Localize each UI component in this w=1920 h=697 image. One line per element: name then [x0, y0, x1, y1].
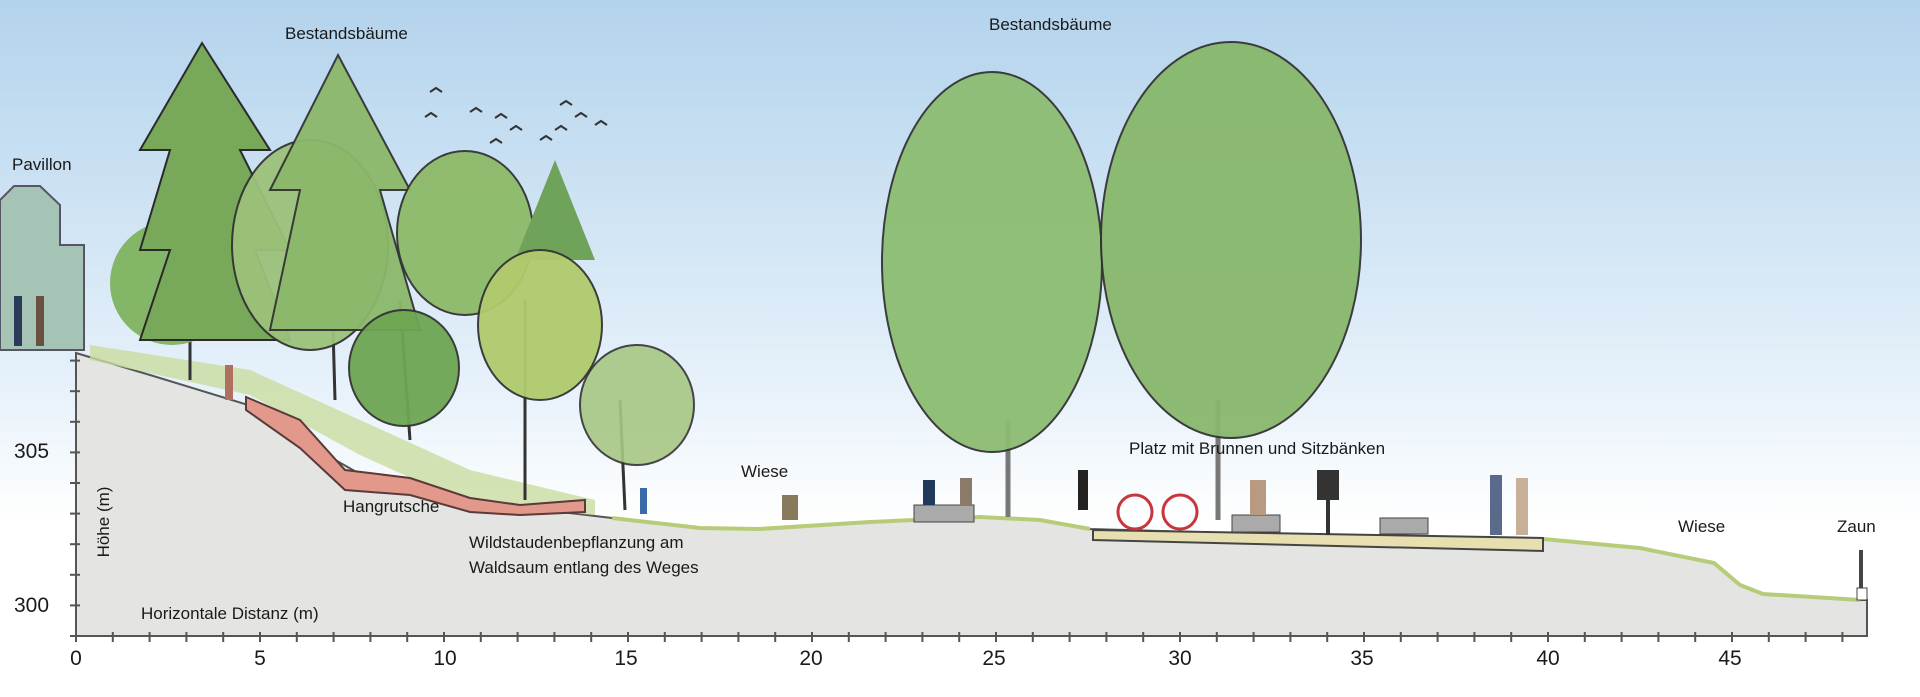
x-axis-label: Horizontale Distanz (m): [141, 604, 319, 623]
x-tick-label: 10: [433, 647, 456, 670]
label-meadow-1: Wiese: [741, 462, 788, 481]
label-meadow-2: Wiese: [1678, 517, 1725, 536]
x-tick-label: 30: [1168, 647, 1191, 670]
planting-strip: [90, 345, 595, 515]
label-fence: Zaun: [1837, 517, 1876, 536]
y-axis-label: Höhe (m): [94, 487, 113, 558]
label-plaza: Platz mit Brunnen und Sitzbänken: [1129, 439, 1385, 458]
label-slide: Hangrutsche: [343, 497, 439, 516]
label-planting-line1: Wildstaudenbepflanzung am: [469, 533, 684, 552]
pavilion: [0, 185, 85, 351]
x-tick-label: 40: [1536, 647, 1559, 670]
y-tick-label: 305: [14, 440, 49, 463]
x-tick-label: 45: [1718, 647, 1741, 670]
birds: [424, 86, 608, 144]
x-tick-label: 25: [982, 647, 1005, 670]
axis-ticks: [70, 359, 1844, 642]
label-pavillon: Pavillon: [12, 155, 72, 174]
label-trees-right: Bestandsbäume: [989, 15, 1112, 34]
existing-trees-right: [881, 41, 1362, 520]
x-tick-label: 20: [799, 647, 822, 670]
x-tick-label: 15: [614, 647, 637, 670]
label-trees-left: Bestandsbäume: [285, 24, 408, 43]
plaza-with-fountain-and-benches: [913, 470, 1544, 553]
x-tick-label: 5: [254, 647, 266, 670]
existing-trees-left: [110, 41, 695, 511]
x-tick-label: 0: [70, 647, 82, 670]
slope-slide: [245, 395, 586, 517]
people: [225, 365, 1528, 535]
x-tick-label: 35: [1350, 647, 1373, 670]
fence: [1856, 550, 1868, 601]
meadow-grass: [611, 514, 1862, 602]
y-tick-label: 300: [14, 594, 49, 617]
label-planting-line2: Waldsaum entlang des Weges: [469, 558, 699, 577]
